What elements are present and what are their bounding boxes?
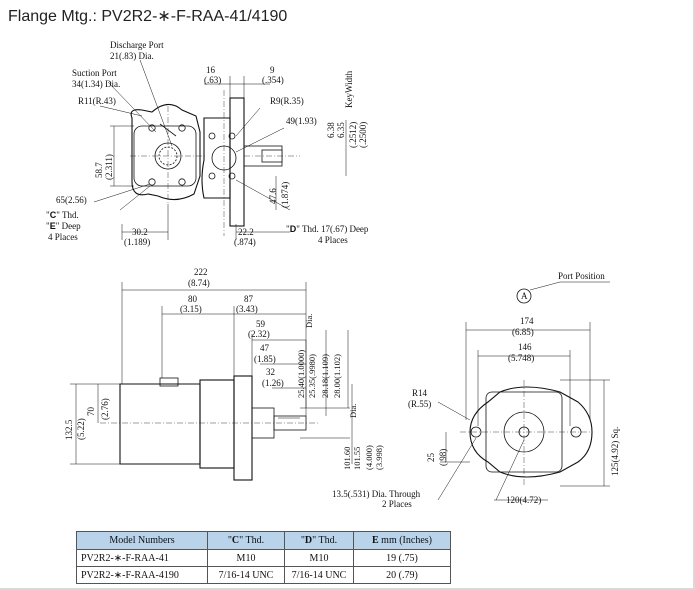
shaft-28-00: 28.00(1.102) (332, 354, 342, 398)
suction-port-dia: 34(1.34) Dia. (72, 79, 120, 89)
dim-22-2: 22.2 (238, 227, 254, 237)
key-2500: (.2500) (358, 122, 368, 148)
dim-16-in: (.63) (204, 75, 221, 85)
table-row: PV2R2-∗-F-RAA-4190 7/16-14 UNC 7/16-14 U… (76, 566, 451, 584)
pump-side-view (70, 282, 353, 481)
pilot-101-60: 101.60 (342, 447, 352, 470)
shaft-25-35: 25.35(.9980) (307, 354, 317, 398)
discharge-port-label: Discharge Port (110, 40, 164, 50)
row-model: PV2R2-∗-F-RAA-41 (76, 549, 208, 567)
dim-47: 47 (260, 343, 270, 353)
table-row: PV2R2-∗-F-RAA-41 M10 M10 19 (.75) (76, 549, 451, 567)
dim-70: 70 (86, 407, 96, 417)
dim-132-5: 132.5 (64, 419, 74, 440)
dim-59-in: (2.32) (248, 329, 270, 339)
keywidth-label: KeyWidth (344, 70, 354, 108)
dim-120: 120(4.72) (506, 495, 541, 505)
dim-125-sq: 125(4.92) Sq. (610, 427, 620, 476)
key-6-38: 6.38 (326, 122, 336, 138)
shaft-28-18: 28.18(1.109) (320, 354, 330, 398)
shaft-25-40: 25.40(1.0000) (296, 350, 306, 398)
dim-30-2: 30.2 (132, 227, 148, 237)
suction-port-label: Suction Port (72, 68, 117, 78)
dim-222mm-in: (8.74) (188, 278, 210, 288)
dim-222mm: 222 (194, 267, 208, 277)
dim-47-in: (1.85) (254, 354, 276, 364)
dim-70-in: (2.76) (100, 398, 110, 420)
c-thd-label: "C" Thd. (46, 210, 79, 220)
key-6-35: 6.35 (336, 122, 346, 138)
r14-in: (R.55) (408, 399, 431, 409)
dim-25-in: (.98) (438, 449, 448, 466)
dim-132-5-in: (5.22) (76, 418, 86, 440)
through-hole-places: 2 Places (382, 499, 412, 509)
e-deep-label: "E" Deep (46, 221, 81, 231)
model-spec-table: Model Numbers "C" Thd. "D" Thd. E mm (In… (76, 531, 451, 584)
dim-146: 146 (518, 342, 532, 352)
dim-47-6: 47.6 (268, 188, 278, 204)
dim-49: 49(1.93) (286, 116, 317, 126)
dim-87: 87 (244, 294, 254, 304)
row-c-thd: 7/16-14 UNC (207, 566, 285, 584)
dim-32: 32 (266, 367, 275, 377)
d-thd-label: "D" Thd. 17(.67) Deep (286, 224, 369, 234)
flange-side-view (201, 76, 347, 240)
r14-label: R14 (412, 388, 428, 398)
dim-30-2-in: (1.189) (124, 237, 150, 247)
pilot-3-998: (3.998) (374, 445, 384, 470)
front-flange-view (437, 281, 610, 501)
pilot-4-000: (4.000) (364, 445, 374, 470)
dim-65: 65(2.56) (56, 195, 87, 205)
port-letter-a: A (521, 291, 528, 301)
through-hole-label: 13.5(.531) Dia. Through (332, 489, 421, 499)
dim-174-in: (6.85) (512, 327, 534, 337)
c-four-places: 4 Places (48, 232, 78, 242)
header-d-thd: "D" Thd. (284, 531, 354, 550)
dim-32-in: (1.26) (262, 378, 284, 388)
row-d-thd: M10 (284, 549, 354, 567)
dim-16: 16 (206, 65, 216, 75)
dim-58-7: 58.7 (94, 162, 104, 178)
row-e-mm: 20 (.79) (353, 566, 451, 584)
dim-25: 25 (426, 453, 436, 463)
dim-87-in: (3.43) (236, 304, 258, 314)
d-four-places: 4 Places (318, 235, 348, 245)
pilot-dia-label: Dia. (348, 404, 358, 418)
row-c-thd: M10 (207, 549, 285, 567)
page-title: Flange Mtg.: PV2R2-∗-F-RAA-41/4190 (8, 8, 288, 25)
row-d-thd: 7/16-14 UNC (284, 566, 354, 584)
key-2512: (.2512) (348, 122, 358, 148)
header-e-mm: E mm (Inches) (353, 531, 451, 550)
dim-146-in: (5.748) (508, 353, 534, 363)
r9-label: R9(R.35) (270, 96, 304, 106)
port-view (93, 59, 206, 240)
dim-58-7-in: (2.311) (104, 154, 114, 180)
header-c-thd: "C" Thd. (207, 531, 285, 550)
row-model: PV2R2-∗-F-RAA-4190 (76, 566, 208, 584)
dim-59: 59 (256, 319, 266, 329)
discharge-port-dia: 21(.83) Dia. (110, 51, 154, 61)
row-e-mm: 19 (.75) (353, 549, 451, 567)
pilot-101-55: 101.55 (352, 447, 362, 470)
dim-9-in: (.354) (262, 75, 284, 85)
dim-47-6-in: (1.874) (280, 182, 290, 208)
dim-80-in: (3.15) (180, 304, 202, 314)
shaft-dia-label: Dia. (304, 314, 314, 328)
dim-22-2-in: (.874) (234, 237, 256, 247)
dim-9: 9 (270, 65, 275, 75)
port-position-label: Port Position (558, 271, 605, 281)
dim-80: 80 (188, 294, 198, 304)
header-model: Model Numbers (76, 531, 208, 550)
dim-174: 174 (520, 316, 534, 326)
r11-label: R11(R.43) (78, 96, 116, 106)
table-header-row: Model Numbers "C" Thd. "D" Thd. E mm (In… (76, 531, 451, 550)
